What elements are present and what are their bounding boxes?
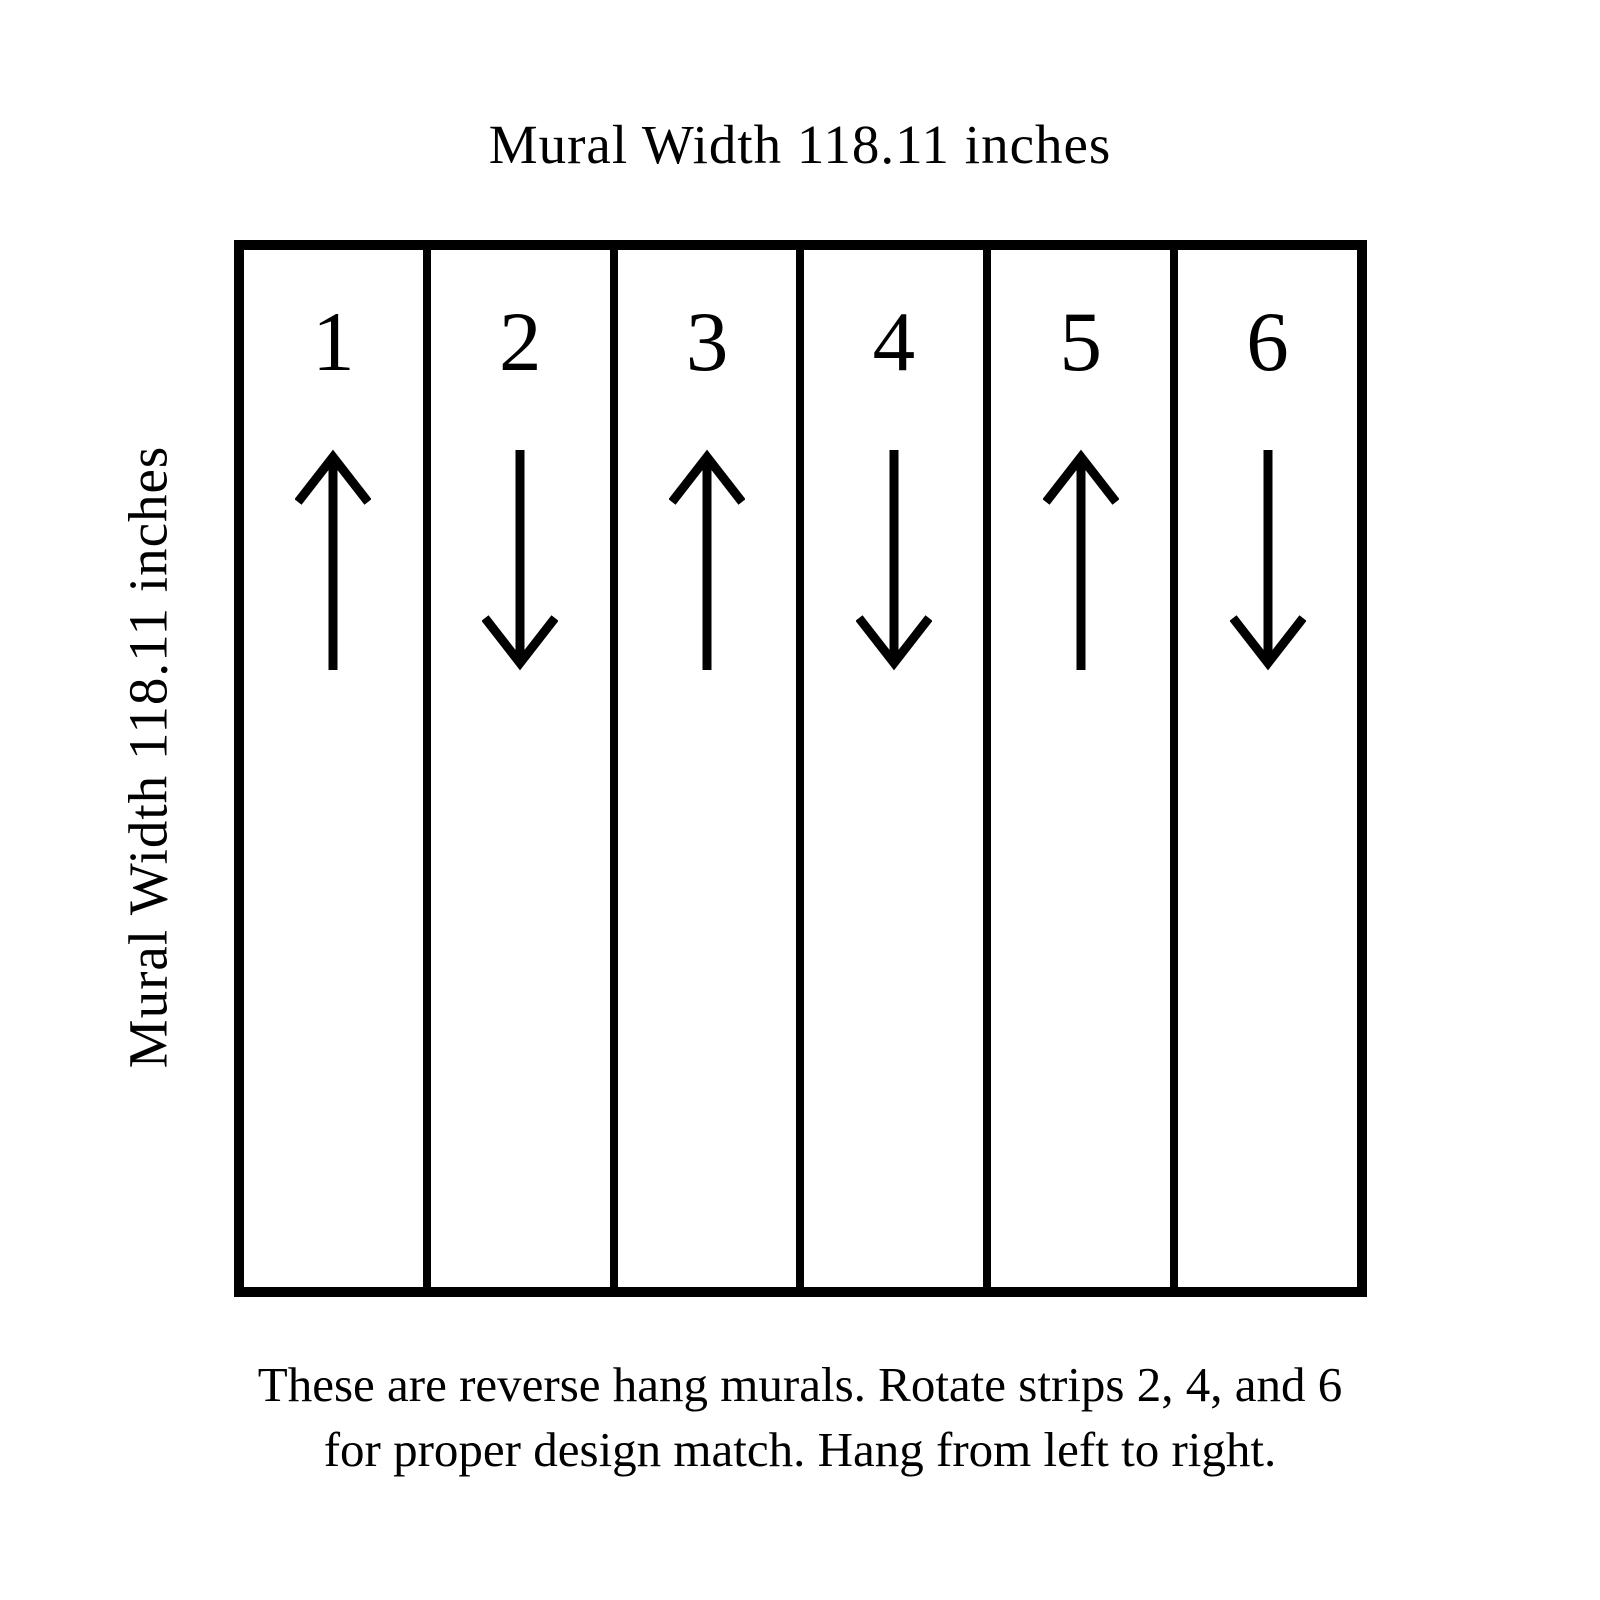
arrow-down-icon (855, 450, 932, 671)
mural-strip: 4 (804, 250, 992, 1287)
mural-width-left-label: Mural Width 118.11 inches (117, 445, 179, 1069)
arrow-down-icon (482, 450, 559, 671)
strip-number: 1 (312, 295, 355, 389)
strip-number: 5 (1059, 295, 1102, 389)
strip-arrow (669, 448, 746, 672)
mural-strip: 5 (991, 250, 1179, 1287)
hanging-instructions-note: These are reverse hang murals. Rotate st… (0, 1352, 1600, 1482)
arrow-up-icon (295, 449, 372, 670)
arrow-up-icon (1042, 449, 1119, 670)
note-line-2: for proper design match. Hang from left … (323, 1422, 1277, 1477)
strip-number: 3 (685, 295, 729, 389)
strip-number: 6 (1246, 295, 1289, 389)
mural-box: 1 2 3 4 (234, 240, 1367, 1297)
strip-arrow (295, 448, 372, 672)
strip-number: 4 (872, 295, 916, 389)
strip-number: 2 (498, 295, 542, 389)
arrow-up-icon (669, 449, 746, 670)
mural-width-top-label: Mural Width 118.11 inches (488, 114, 1112, 175)
arrow-down-icon (1229, 450, 1306, 671)
strip-arrow (482, 448, 559, 672)
strip-arrow (1042, 448, 1119, 672)
mural-strip: 2 (431, 250, 618, 1287)
note-line-1: These are reverse hang murals. Rotate st… (257, 1357, 1343, 1412)
strip-arrow (1229, 448, 1306, 672)
strip-arrow (855, 448, 932, 672)
mural-strip: 3 (618, 250, 805, 1287)
mural-strip: 6 (1178, 250, 1357, 1287)
mural-strip: 1 (244, 250, 431, 1287)
